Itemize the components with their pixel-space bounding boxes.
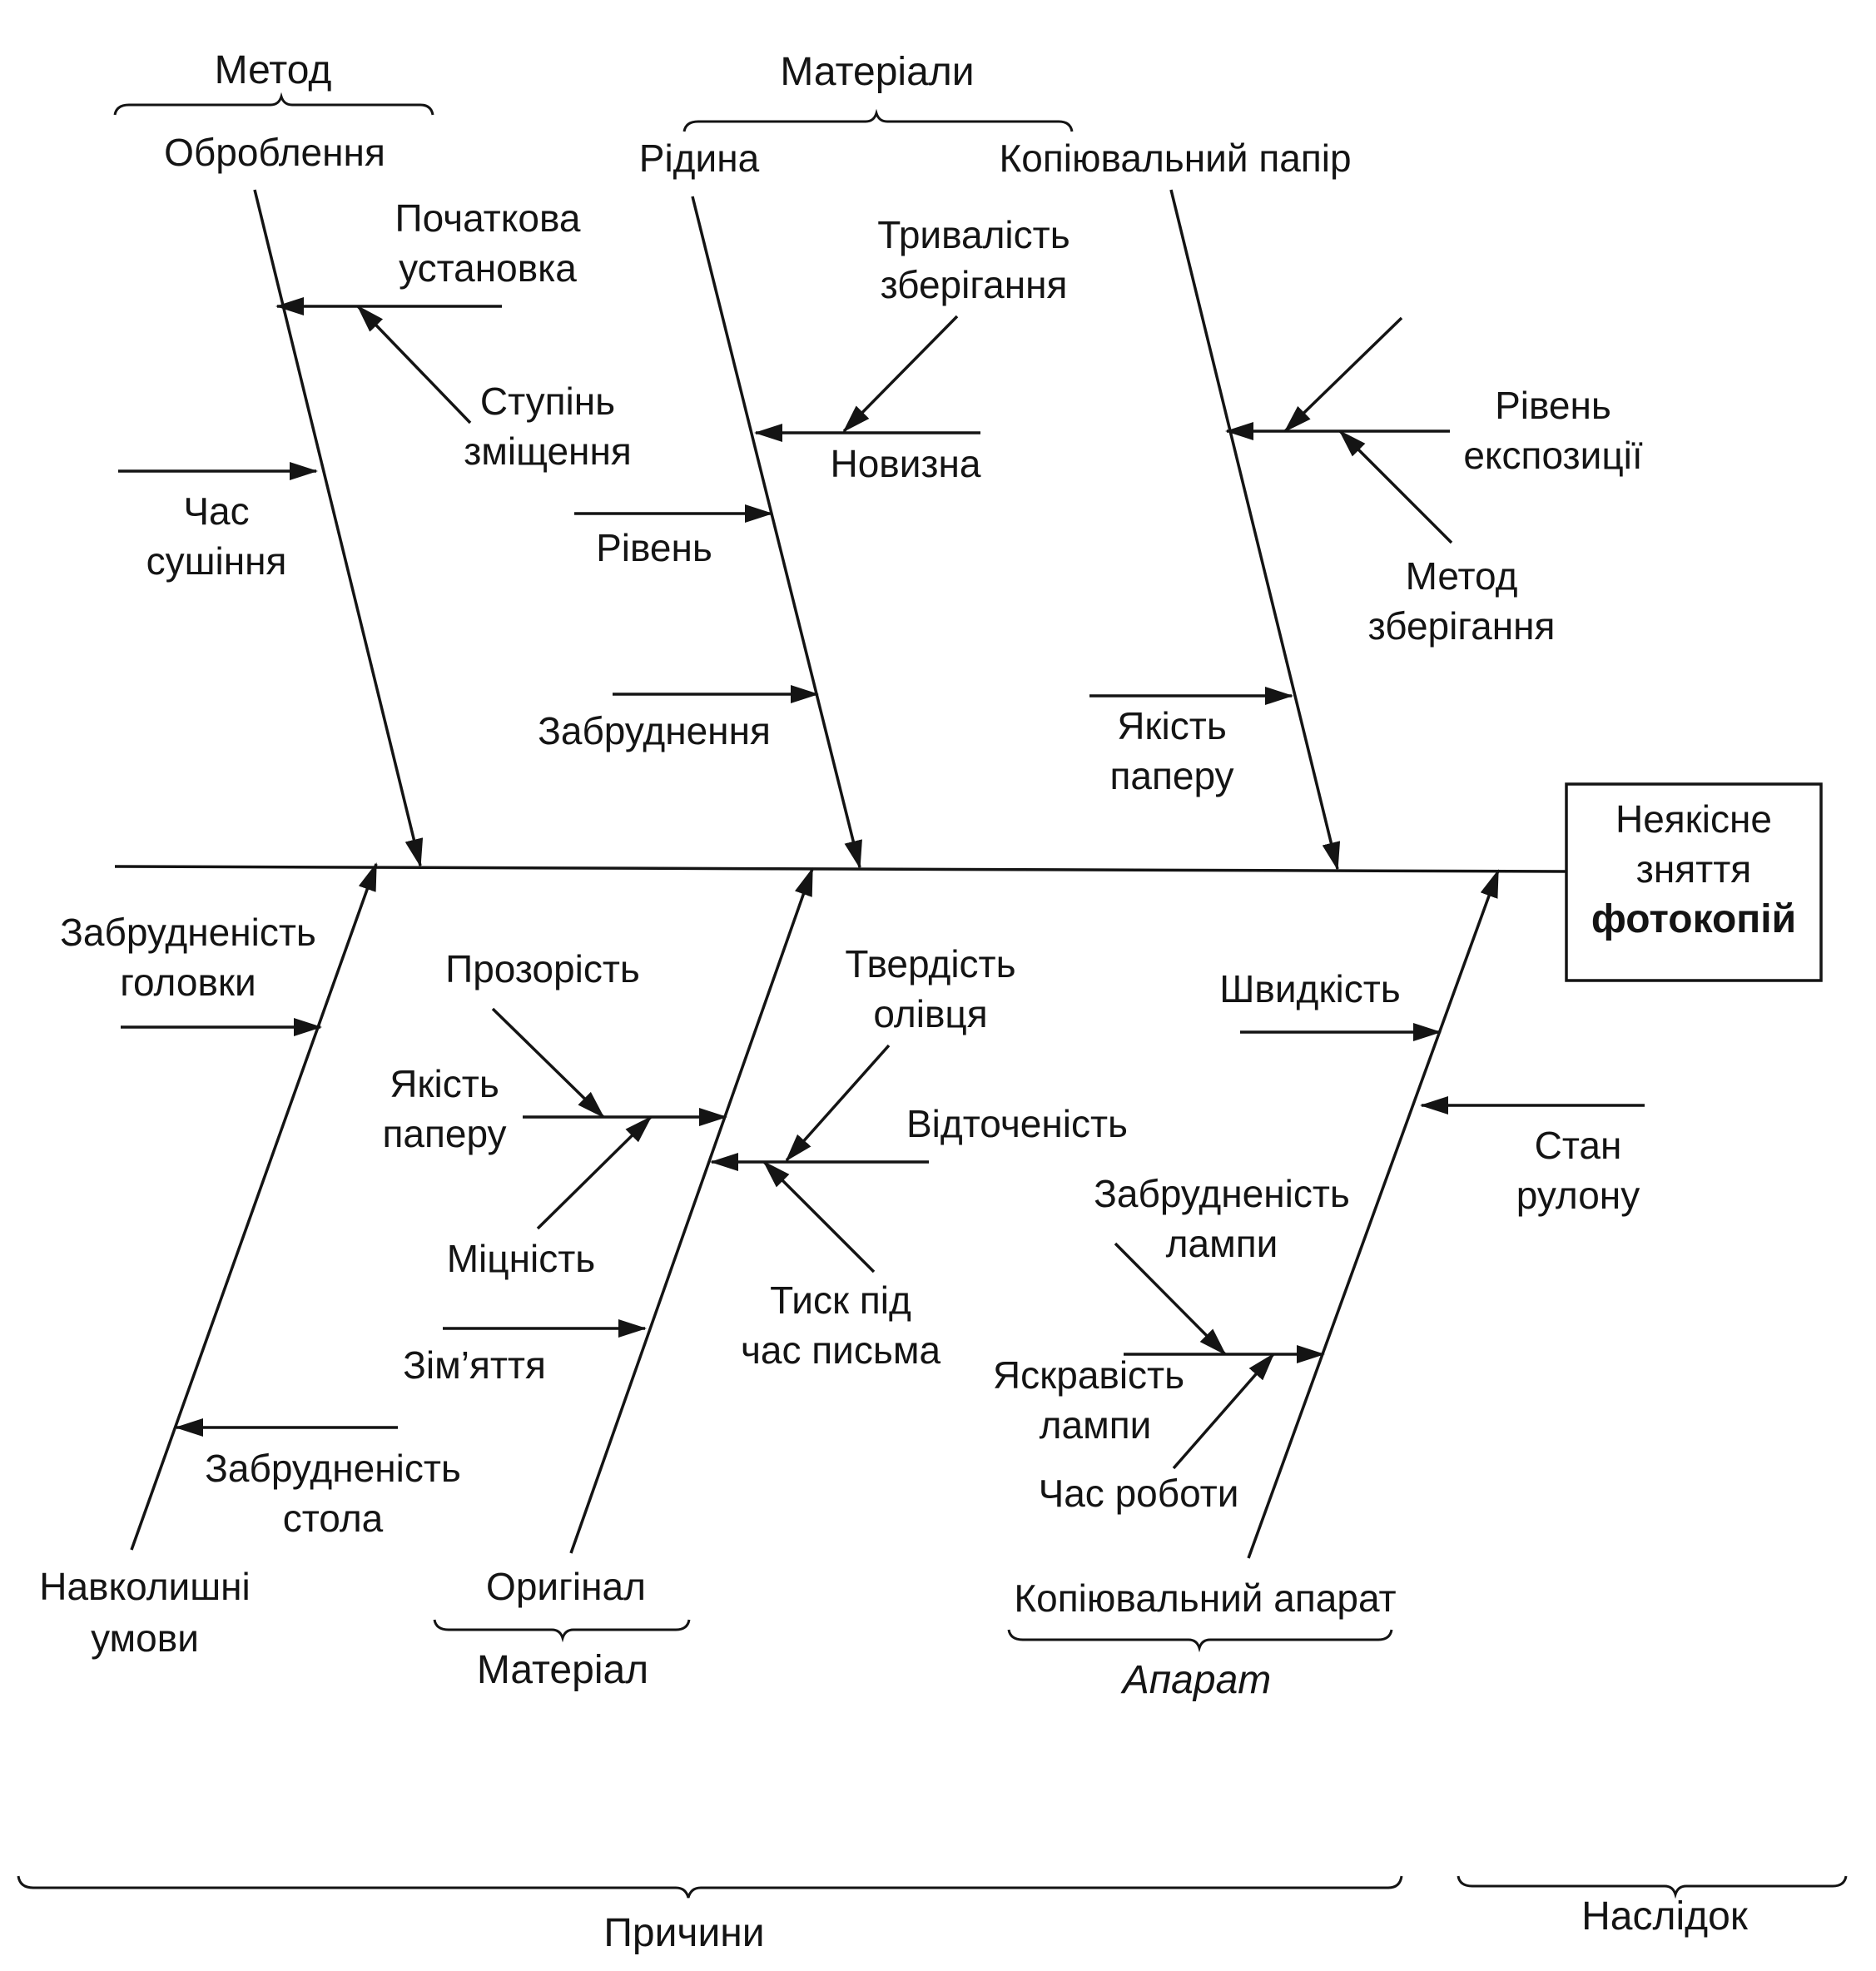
label-pressure: Тиск під — [770, 1278, 911, 1322]
group-label-materials: Матеріали — [780, 50, 974, 94]
label-level: Рівень — [596, 526, 712, 569]
bone-copy-paper — [1169, 189, 1341, 871]
label-roll-state: Стан — [1535, 1124, 1622, 1167]
label-lamp-dirt-2: лампи — [1166, 1222, 1278, 1265]
label-head-dirt: Забрудненість — [60, 911, 316, 954]
label-head-dirt-2: головки — [120, 961, 256, 1004]
effect-text-line1: Неякісне — [1615, 797, 1772, 841]
arrow-storage-method — [1338, 429, 1453, 544]
bone-title-processing: Оброблення — [164, 131, 385, 174]
label-lamp-dirt: Забрудненість — [1094, 1172, 1350, 1215]
label-roll-state-2: рулону — [1516, 1174, 1640, 1217]
label-lamp-brightness: Яскравість — [993, 1353, 1184, 1397]
label-storage-method: Метод — [1406, 554, 1518, 598]
label-drying-time: Час — [183, 489, 249, 533]
bone-original — [569, 867, 814, 1554]
label-exposure-level-2: експозиції — [1463, 434, 1643, 477]
bone-environment — [130, 862, 378, 1551]
bone-liquid — [691, 196, 862, 869]
label-crumpling: Зім’яття — [403, 1343, 546, 1387]
label-drying-time-2: сушіння — [146, 539, 287, 583]
label-table-dirt: Забрудненість — [205, 1447, 461, 1490]
label-pencil-hardness-2: олівця — [873, 992, 987, 1035]
group-brace-apparatus — [1007, 1629, 1393, 1653]
arrow-transparency — [491, 1007, 605, 1119]
label-pressure-2: час письма — [741, 1328, 941, 1372]
arrow-operating-time — [1172, 1353, 1275, 1470]
bone-title-copier: Копіювальний апарат — [1014, 1576, 1396, 1620]
label-paper-quality-top-2: паперу — [1109, 754, 1233, 797]
arrow-pencil-hardness — [785, 1044, 891, 1162]
effect-text-line3: фотокопій — [1591, 897, 1796, 941]
label-pencil-hardness: Твердість — [845, 942, 1015, 986]
label-speed: Швидкість — [1219, 967, 1401, 1010]
group-label-method: Метод — [215, 48, 332, 92]
bone-title-copy-paper: Копіювальний папір — [999, 137, 1351, 180]
label-exposure-level: Рівень — [1495, 384, 1611, 427]
label-paper-quality-bottom-2: паперу — [382, 1112, 506, 1155]
group-brace-effect — [1457, 1875, 1848, 1899]
label-transparency: Прозорість — [445, 947, 640, 990]
bone-title-environment: Навколишні — [39, 1565, 251, 1608]
label-storage-method-2: зберігання — [1368, 604, 1556, 648]
bone-copier — [1247, 869, 1500, 1559]
group-label-apparatus: Апарат — [1120, 1658, 1272, 1702]
group-brace-method — [113, 92, 434, 116]
label-initial-setup-2: установка — [399, 246, 577, 290]
label-paper-quality-top: Якість — [1117, 704, 1227, 747]
arrow-storage-duration — [842, 315, 959, 433]
arrow-pressure — [762, 1160, 876, 1273]
arrow-exposure-level-sub — [1283, 316, 1403, 433]
group-label-effect: Наслідок — [1581, 1894, 1749, 1939]
group-brace-causes — [17, 1875, 1403, 1899]
bone-title-original: Оригінал — [486, 1565, 646, 1608]
spine-line — [114, 865, 1567, 873]
group-label-causes: Причини — [603, 1911, 764, 1955]
group-brace-materials — [682, 108, 1074, 132]
label-storage-duration-2: зберігання — [881, 263, 1068, 306]
bone-title-environment-2: умови — [91, 1616, 199, 1660]
label-initial-setup: Початкова — [395, 196, 581, 240]
effect-text-line2: зняття — [1636, 847, 1751, 891]
label-novelty: Новизна — [830, 442, 980, 485]
label-displacement: Ступінь — [480, 380, 615, 423]
arrow-strength — [536, 1115, 653, 1230]
label-paper-quality-bottom: Якість — [390, 1062, 499, 1105]
bone-title-liquid: Рідина — [639, 137, 760, 180]
group-brace-material — [433, 1619, 691, 1643]
label-storage-duration: Тривалість — [877, 213, 1070, 256]
label-contamination: Забруднення — [538, 709, 771, 752]
label-operating-time: Час роботи — [1039, 1472, 1239, 1515]
bone-processing — [253, 189, 424, 867]
label-lamp-brightness-2: лампи — [1040, 1403, 1152, 1447]
arrow-displacement — [356, 305, 472, 424]
effect-box — [1565, 782, 1823, 982]
arrow-lamp-dirt — [1114, 1242, 1227, 1356]
label-table-dirt-2: стола — [283, 1497, 384, 1540]
label-strength: Міцність — [447, 1237, 596, 1280]
label-sharpness: Відточеність — [906, 1102, 1128, 1145]
group-label-material: Матеріал — [477, 1648, 648, 1692]
label-displacement-2: зміщення — [464, 429, 632, 473]
